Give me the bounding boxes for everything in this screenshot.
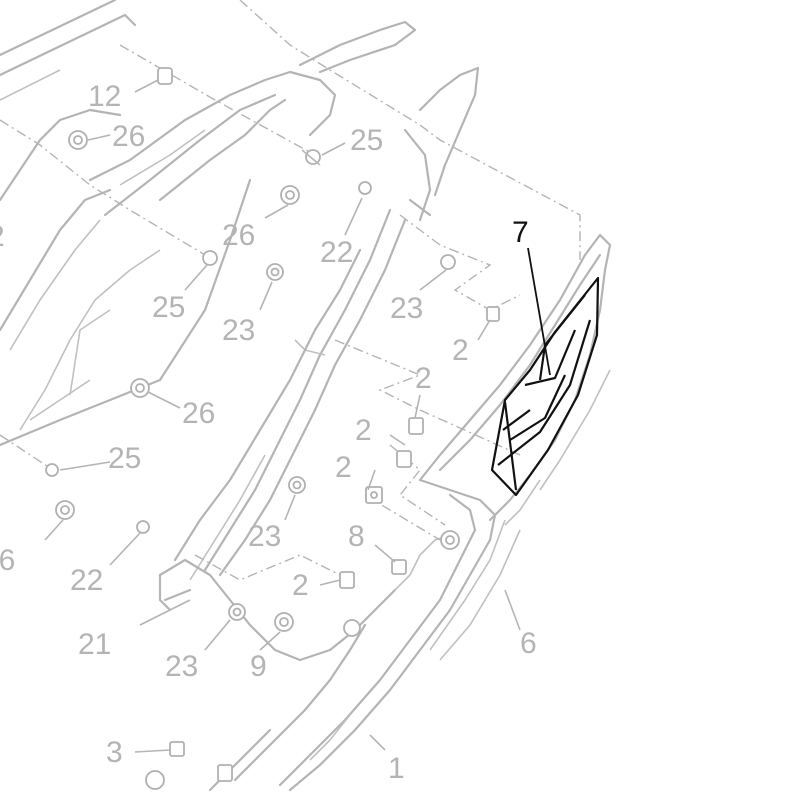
- callout-26-mid: 26: [222, 219, 255, 252]
- assembly-lines: [0, 0, 581, 581]
- callout-2-a: 2: [452, 334, 469, 367]
- screw-25-left: [45, 463, 59, 477]
- callout-6: 6: [520, 627, 537, 660]
- callout-26-top: 26: [112, 120, 145, 153]
- nut-3: [169, 741, 185, 757]
- clip-2-right: [486, 306, 500, 322]
- callout-26-bottom: 26: [0, 544, 15, 577]
- callout-2-e: 2: [292, 569, 309, 602]
- grommet-26-mid: [280, 185, 300, 205]
- callout-25-left: 25: [108, 442, 141, 475]
- grommet-26-top: [68, 130, 88, 150]
- nut-2-low: [365, 486, 383, 504]
- leader-lines: [44, 79, 521, 753]
- clip-2-mid: [396, 450, 412, 468]
- grommet-23-mid: [266, 263, 284, 281]
- grommet-26-bottom: [55, 500, 75, 520]
- grommet-23-top: [440, 254, 456, 270]
- callout-23-top: 23: [390, 292, 423, 325]
- grommet-26-left: [130, 378, 150, 398]
- callout-2-left: 2: [0, 220, 5, 253]
- callout-12: 12: [88, 80, 121, 113]
- clip-8: [391, 559, 407, 575]
- screw-22-low: [136, 520, 150, 534]
- callout-23-bottom: 23: [165, 650, 198, 683]
- clip-12: [157, 67, 173, 85]
- callout-8: 8: [348, 520, 365, 553]
- callout-2-d: 2: [335, 451, 352, 484]
- callout-7: 7: [512, 216, 529, 249]
- callout-25-mid: 25: [152, 291, 185, 324]
- grommet-23-low: [288, 476, 306, 494]
- grommet-near-9: [343, 619, 361, 637]
- part-7-highlight: [490, 247, 600, 497]
- fasteners: [45, 67, 500, 790]
- callout-22-top: 22: [320, 236, 353, 269]
- callout-21: 21: [78, 628, 111, 661]
- body-outlines: [0, 0, 612, 792]
- callout-1: 1: [388, 752, 405, 785]
- callout-23-low: 23: [248, 520, 281, 553]
- screw-22-top: [358, 181, 372, 195]
- callout-2-c: 2: [355, 414, 372, 447]
- grommet-9: [274, 612, 294, 632]
- callout-22-low: 22: [70, 564, 103, 597]
- callout-26-left: 26: [182, 397, 215, 430]
- callout-2-b: 2: [415, 362, 432, 395]
- grommet-23-bottom: [228, 603, 246, 621]
- grommet-center-lower: [440, 530, 460, 550]
- callout-9: 9: [250, 650, 267, 683]
- clip-2-center: [408, 417, 424, 435]
- clip-bottom-center: [217, 764, 233, 782]
- clip-2-bottom: [339, 571, 355, 589]
- screw-25-top: [301, 149, 321, 166]
- callout-labels: 12 26 25 26 22 25 23 23 2 2 26 2 25 2 23…: [0, 80, 537, 785]
- grommet-bottom-left: [145, 770, 165, 790]
- screw-25-mid: [202, 250, 218, 266]
- callout-3: 3: [106, 736, 123, 769]
- callout-23-mid: 23: [222, 314, 255, 347]
- callout-25-top: 25: [350, 124, 383, 157]
